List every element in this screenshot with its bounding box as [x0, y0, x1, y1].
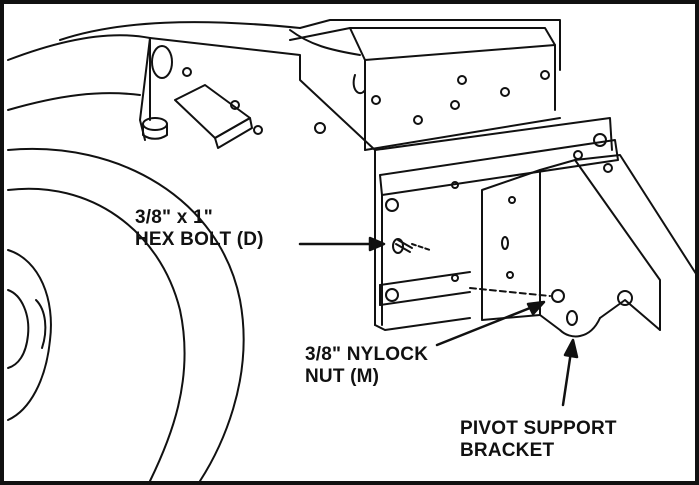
- hex-bolt-name: HEX BOLT (D): [135, 229, 264, 250]
- rear-tire: [7, 147, 245, 482]
- hex-bolt-size: 3/8" x 1": [135, 207, 213, 228]
- nylock-nut-part: [469, 287, 565, 303]
- nylock-nut-label: 3/8" NYLOCK NUT (M): [305, 344, 428, 388]
- callout-arrows: [298, 236, 579, 407]
- pivot-bracket-line2: BRACKET: [460, 440, 555, 461]
- tractor-body: [7, 19, 561, 121]
- pivot-bracket-line1: PIVOT SUPPORT: [460, 418, 617, 439]
- hex-bolt-label: 3/8" x 1" HEX BOLT (D): [135, 207, 264, 251]
- mounting-plate: [139, 37, 376, 326]
- pivot-support-bracket: [481, 154, 699, 338]
- hex-bolt-part: [392, 238, 431, 254]
- nylock-nut-name: NUT (M): [305, 366, 380, 387]
- nylock-nut-size: 3/8" NYLOCK: [305, 344, 429, 365]
- frame-rails: [374, 117, 619, 331]
- pivot-bracket-label: PIVOT SUPPORT BRACKET: [460, 418, 617, 462]
- upper-housing: [289, 27, 561, 151]
